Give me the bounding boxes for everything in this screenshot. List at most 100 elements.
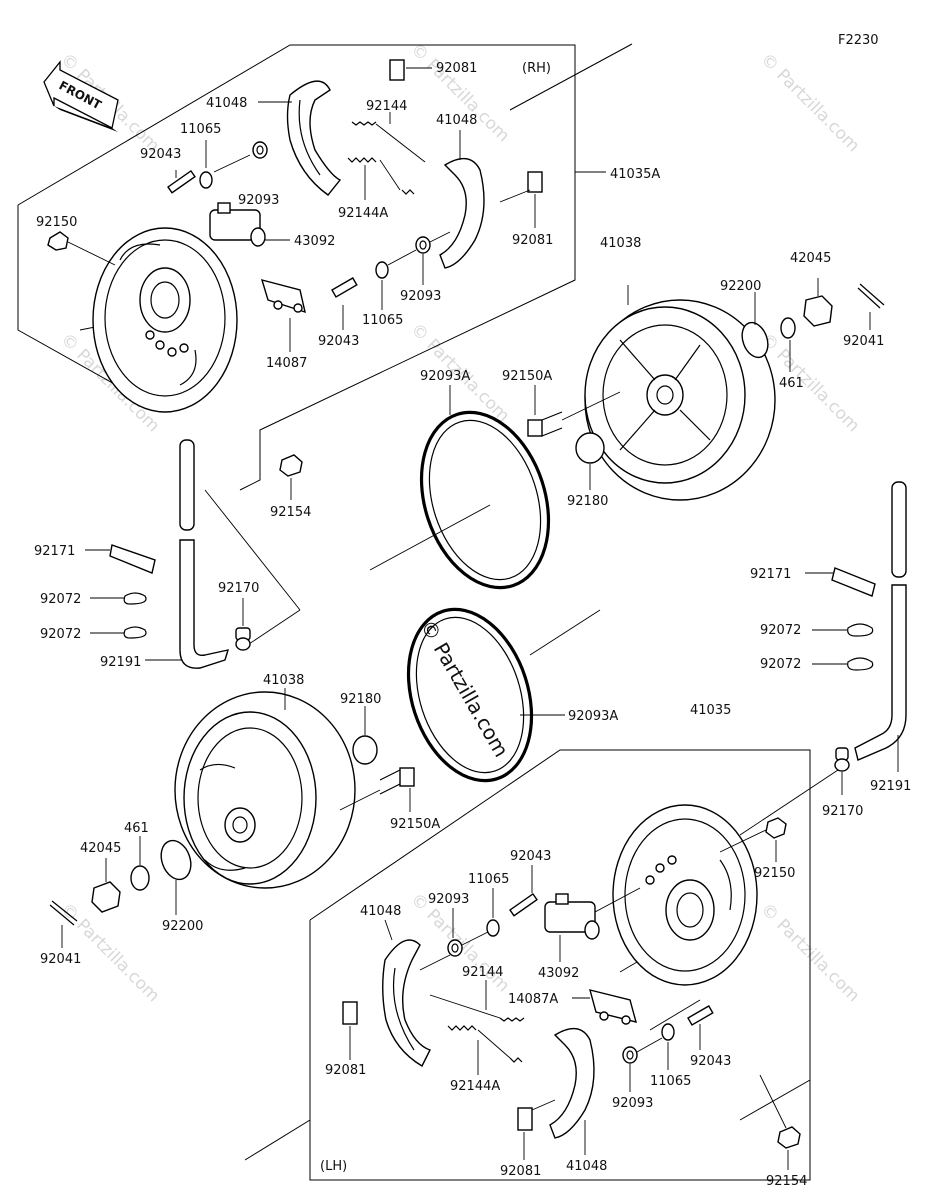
part-label: 92170	[822, 804, 863, 819]
washer-92200-lh	[160, 839, 192, 915]
part-label: 92180	[567, 494, 608, 509]
wheel-cylinder-lh	[544, 887, 641, 962]
part-label: 92144A	[450, 1079, 500, 1094]
nut-42045-lh	[91, 858, 121, 913]
part-label: 92072	[760, 623, 801, 638]
brake-drum-41038-lh	[174, 688, 356, 889]
part-label: 92150	[754, 866, 795, 881]
part-label: 11065	[650, 1074, 691, 1089]
wheel-cylinder-rh	[209, 202, 290, 247]
part-label: 92041	[40, 952, 81, 967]
part-label: 41035A	[610, 167, 660, 182]
part-label: 461	[124, 821, 149, 836]
clip-92081-rh-right	[499, 171, 543, 228]
washer-11065-lh-lower	[661, 1023, 675, 1070]
part-label: 41038	[600, 236, 641, 251]
part-label: 41048	[206, 96, 247, 111]
part-label: 92072	[40, 592, 81, 607]
part-label: 92043	[510, 849, 551, 864]
part-label: 11065	[180, 122, 221, 137]
part-label: 41038	[263, 673, 304, 688]
brake-drum-41038-rh	[584, 285, 776, 501]
hose-92191-left	[145, 439, 230, 669]
pin-92043-rh	[167, 169, 196, 194]
clamp-92072-left-a	[90, 592, 147, 605]
clip-92081-lh-bottom	[517, 1099, 556, 1160]
figure-code: F2230	[838, 33, 879, 48]
seal-92093A-lh	[406, 607, 565, 783]
seal-92093A-rh	[419, 385, 551, 590]
part-label: 92081	[500, 1164, 541, 1179]
o-ring-92180-rh	[575, 432, 605, 490]
part-label: 92150	[36, 215, 77, 230]
washer-11065-rh-lower	[375, 249, 417, 310]
part-label: 11065	[468, 872, 509, 887]
hose-92191-right	[854, 481, 907, 772]
strap-92171-right	[805, 567, 876, 597]
clip-92081-rh-top	[389, 59, 432, 81]
washer-92093-lh-lower	[622, 1037, 663, 1092]
front-arrow: FRONT	[43, 60, 119, 132]
part-label: 14087	[266, 356, 307, 371]
clamp-92072-right-b	[812, 657, 874, 671]
part-label: 43092	[538, 966, 579, 981]
clip-92170-right	[739, 747, 850, 836]
part-label: 92072	[40, 627, 81, 642]
spring-92144A-rh	[347, 157, 415, 200]
adjuster-14087A	[572, 989, 637, 1025]
part-label: 92180	[340, 692, 381, 707]
bolt-92154-lh	[759, 1074, 801, 1170]
part-label: 92200	[720, 279, 761, 294]
washer-11065-lh-upper	[486, 888, 500, 937]
part-label: 92154	[766, 1174, 807, 1189]
part-label: 92043	[318, 334, 359, 349]
part-label: 92150A	[502, 369, 552, 384]
lock-washer-461-rh	[780, 317, 796, 372]
bolt-92150-lh	[719, 817, 787, 862]
part-label: 92043	[140, 147, 181, 162]
nut-42045-rh	[803, 278, 833, 327]
watermark: © Partzilla.com	[756, 49, 863, 156]
brake-shoe-41048-lh-upper	[382, 919, 451, 1067]
rh-frame: (RH)	[17, 43, 633, 491]
part-label: 92093A	[568, 709, 618, 724]
part-label: 92150A	[390, 817, 440, 832]
adjuster-14087	[260, 279, 306, 352]
part-label: 92081	[325, 1063, 366, 1078]
part-label: 43092	[294, 234, 335, 249]
lock-washer-461-lh	[130, 836, 150, 891]
washer-92093-rh-lower	[415, 231, 451, 285]
part-label: 41048	[360, 904, 401, 919]
brake-shoe-41048-rh-upper	[258, 80, 342, 196]
pin-92043-lh-upper	[509, 865, 538, 917]
part-label: 92072	[760, 657, 801, 672]
part-label: 41048	[566, 1159, 607, 1174]
bolt-92154-rh	[279, 454, 303, 500]
backing-plate-rh	[92, 227, 238, 413]
backing-plate-lh	[612, 804, 758, 986]
clip-92081-lh-left	[342, 1001, 358, 1060]
part-label: 92093	[400, 289, 441, 304]
brake-shoe-41048-rh-lower	[439, 130, 485, 269]
part-label: 92154	[270, 505, 311, 520]
washer-11065-rh	[199, 140, 213, 189]
part-label: 92200	[162, 919, 203, 934]
part-label: 41035	[690, 703, 731, 718]
part-label: 92093	[428, 892, 469, 907]
part-label: 461	[779, 376, 804, 391]
part-label: 14087A	[508, 992, 558, 1007]
part-label: 92081	[512, 233, 553, 248]
cotter-pin-92041-lh	[49, 900, 78, 948]
part-labels: 92081 41048 11065 92043 92093 92144 4104…	[34, 61, 911, 1189]
part-label: 41048	[436, 113, 477, 128]
part-label: 92144	[462, 965, 503, 980]
part-label: 92043	[690, 1054, 731, 1069]
side-label-lh: (LH)	[320, 1159, 347, 1174]
clip-92170-left	[235, 598, 251, 651]
stud-92150A-lh	[339, 767, 415, 812]
strap-92171-left	[85, 544, 156, 574]
part-label: 92191	[100, 655, 141, 670]
part-label: 92041	[843, 334, 884, 349]
